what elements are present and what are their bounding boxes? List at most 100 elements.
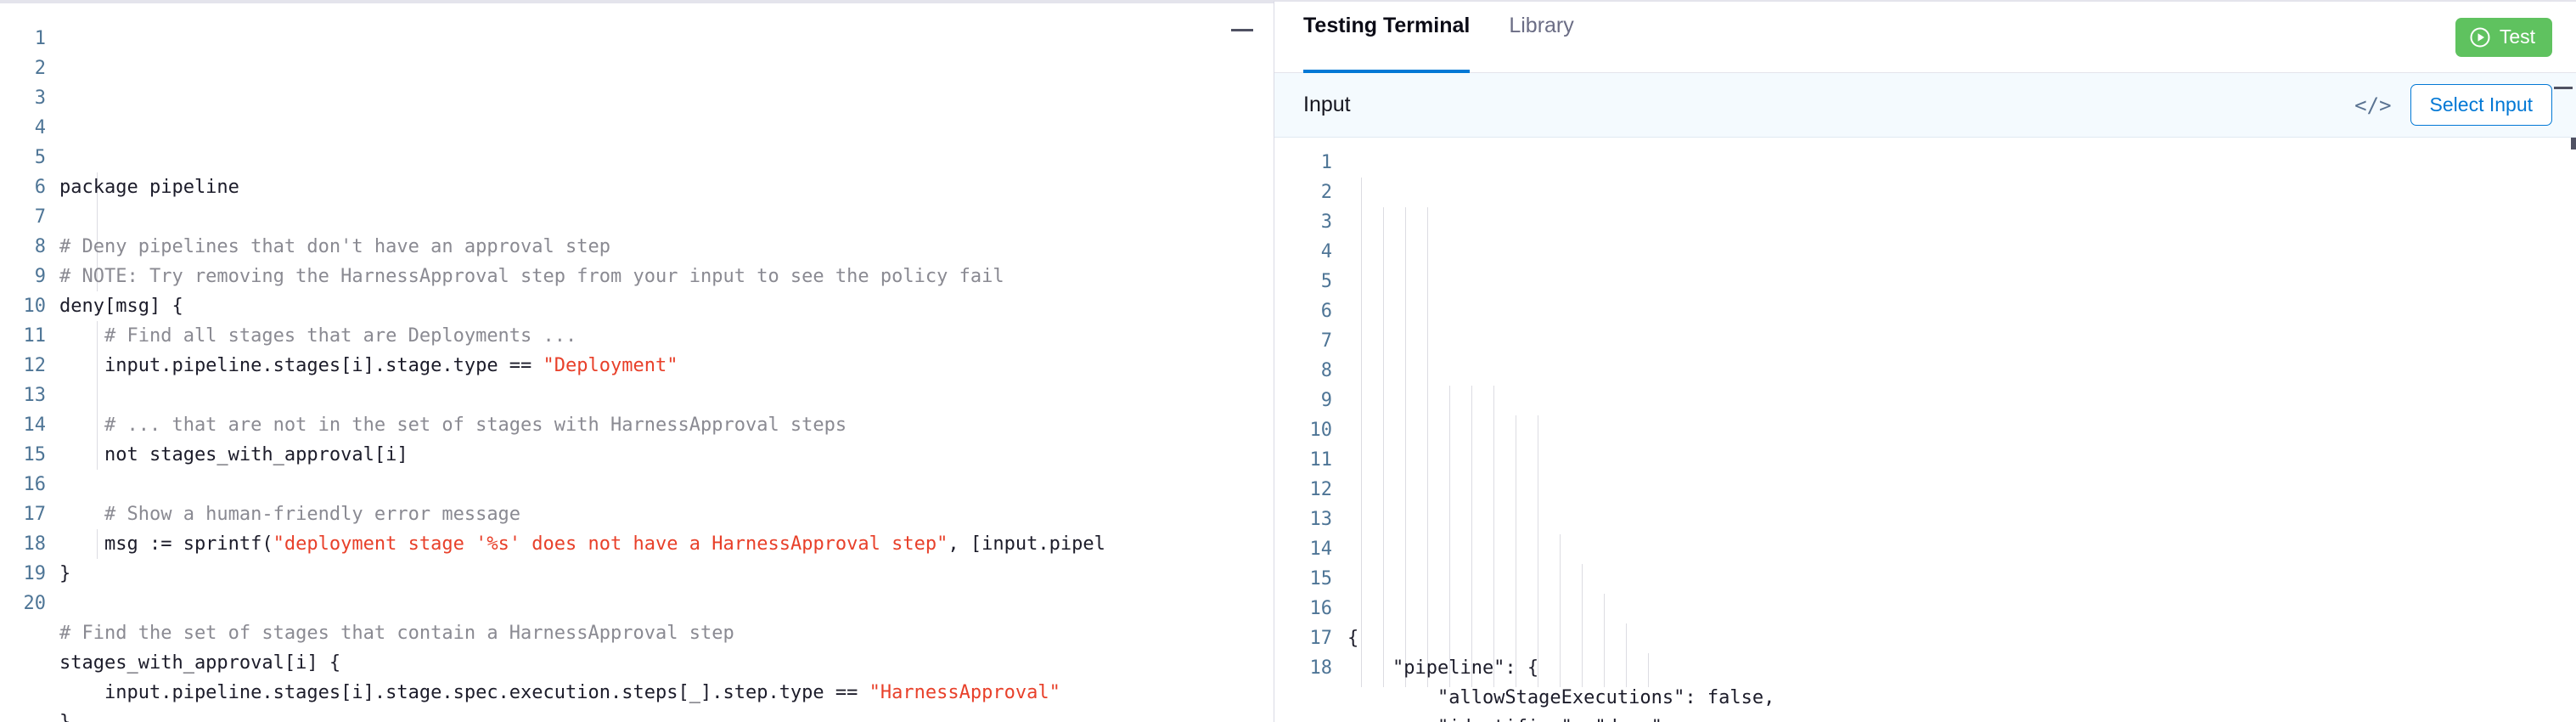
input-line-number: 17: [1309, 628, 1333, 649]
editor-line-number: 14: [23, 415, 47, 436]
indent-guide: [97, 172, 98, 291]
editor-code-line[interactable]: [59, 381, 1274, 410]
editor-code-line[interactable]: [59, 589, 1274, 618]
terminal-minimize-icon[interactable]: [2554, 87, 2573, 89]
input-json-line[interactable]: "pipeline": {: [1347, 657, 1539, 679]
editor-line-number: 20: [23, 593, 47, 614]
input-line-number: 6: [1320, 301, 1332, 322]
code-token: input.pipeline.stages[i].stage.type ==: [59, 355, 543, 376]
editor-code-line[interactable]: # Show a human-friendly error message: [59, 499, 1274, 529]
editor-line-number: 19: [23, 563, 47, 584]
indent-guide: [1471, 386, 1472, 687]
input-json-line[interactable]: {: [1347, 623, 2576, 653]
code-token: input.pipeline.stages[i].stage.spec.exec…: [59, 682, 869, 703]
tab-library[interactable]: Library: [1509, 2, 1573, 73]
input-line-number: 4: [1320, 241, 1332, 262]
code-token: }: [59, 563, 71, 584]
editor-line-number: 18: [23, 533, 47, 555]
input-panel-title: Input: [1303, 93, 1351, 116]
code-token: stages_with_approval[i] {: [59, 652, 341, 674]
indent-guide: [1626, 623, 1627, 687]
input-json-line[interactable]: "allowStageExecutions": false,: [1347, 687, 1775, 708]
input-json-line[interactable]: "identifier": "demo",: [1347, 713, 2576, 722]
editor-code-line[interactable]: # Find the set of stages that contain a …: [59, 618, 1274, 648]
editor-line-number: 11: [23, 325, 47, 347]
editor-line-number: 7: [34, 206, 46, 228]
editor-code-line[interactable]: package pipeline: [59, 172, 1274, 202]
code-token: # Show a human-friendly error message: [59, 504, 521, 525]
editor-code-line[interactable]: msg := sprintf("deployment stage '%s' do…: [59, 529, 1274, 559]
code-token: # Find the set of stages that contain a …: [59, 623, 734, 644]
code-token: , [input.pipel: [948, 533, 1105, 555]
minimize-icon[interactable]: [1231, 22, 1253, 37]
indent-guide: [1449, 386, 1450, 687]
input-vertical-scrollbar[interactable]: [2571, 138, 2576, 149]
editor-line-number: 4: [34, 117, 46, 138]
test-button-label: Test: [2499, 25, 2535, 48]
indent-guide: [1648, 653, 1649, 687]
input-line-number: 13: [1309, 509, 1333, 530]
editor-line-number: 16: [23, 474, 47, 495]
input-line-number: 5: [1320, 271, 1332, 292]
input-line-number: 3: [1320, 212, 1332, 233]
input-line-number: 8: [1320, 360, 1332, 381]
code-token: }: [59, 712, 70, 722]
select-input-button[interactable]: Select Input: [2410, 84, 2552, 126]
editor-code-line[interactable]: # ... that are not in the set of stages …: [59, 410, 1274, 440]
indent-guide: [1427, 207, 1428, 687]
editor-code-line[interactable]: }: [59, 708, 1274, 722]
editor-code-line[interactable]: }: [59, 559, 1274, 589]
test-button[interactable]: Test: [2455, 17, 2552, 57]
indent-guide: [1405, 207, 1406, 687]
code-brackets-icon[interactable]: </>: [2354, 93, 2392, 117]
tab-testing-terminal[interactable]: Testing Terminal: [1303, 2, 1471, 73]
code-token: # Find all stages that are Deployments .…: [59, 325, 577, 347]
input-line-number: 11: [1309, 449, 1333, 471]
tab-library-label: Library: [1509, 14, 1574, 37]
editor-line-number: 3: [34, 87, 46, 109]
code-token: deny[msg] {: [59, 296, 183, 317]
input-line-number: 2: [1320, 182, 1332, 203]
editor-top-divider: [0, 2, 1274, 3]
code-token: not stages_with_approval[i]: [59, 444, 408, 465]
editor-code-line[interactable]: stages_with_approval[i] {: [59, 648, 1274, 678]
indent-guide: [1361, 178, 1362, 687]
editor-code-line[interactable]: # Deny pipelines that don't have an appr…: [59, 232, 1274, 262]
editor-code-line[interactable]: [59, 202, 1274, 232]
editor-code-line[interactable]: [59, 470, 1274, 499]
editor-code-line[interactable]: deny[msg] {: [59, 291, 1274, 321]
code-token: package pipeline: [59, 177, 239, 198]
editor-line-number: 5: [34, 147, 46, 168]
editor-line-number: 8: [34, 236, 46, 257]
editor-line-number: 12: [23, 355, 47, 376]
code-token: # NOTE: Try removing the HarnessApproval…: [59, 266, 1004, 287]
input-line-number: 1: [1320, 152, 1332, 173]
code-token: "Deployment": [543, 355, 678, 376]
input-line-number: 16: [1309, 598, 1333, 619]
tab-testing-terminal-label: Testing Terminal: [1303, 14, 1471, 37]
editor-line-number: 6: [34, 177, 46, 198]
editor-code-line[interactable]: not stages_with_approval[i]: [59, 440, 1274, 470]
indent-guide: [1383, 207, 1384, 687]
editor-code-line[interactable]: # NOTE: Try removing the HarnessApproval…: [59, 262, 1274, 291]
editor-line-number: 15: [23, 444, 47, 465]
code-token: msg := sprintf(: [59, 533, 273, 555]
code-token: # Deny pipelines that don't have an appr…: [59, 236, 611, 257]
input-line-number: 12: [1309, 479, 1333, 500]
input-json-lines[interactable]: { "pipeline": { "allowStageExecutions": …: [1347, 148, 2576, 722]
code-token: "HarnessApproval": [869, 682, 1060, 703]
input-line-number: 9: [1320, 390, 1332, 411]
editor-code-lines[interactable]: package pipeline # Deny pipelines that d…: [59, 24, 1274, 722]
editor-code-line[interactable]: # Find all stages that are Deployments .…: [59, 321, 1274, 351]
editor-line-number: 2: [34, 58, 46, 79]
editor-line-number: 13: [23, 385, 47, 406]
editor-line-number: 1: [34, 28, 46, 49]
editor-code-line[interactable]: input.pipeline.stages[i].stage.spec.exec…: [59, 678, 1274, 708]
editor-code-line[interactable]: input.pipeline.stages[i].stage.type == "…: [59, 351, 1274, 381]
input-panel-header: Input </> Select Input: [1274, 73, 2576, 138]
indent-guide: [97, 529, 98, 559]
